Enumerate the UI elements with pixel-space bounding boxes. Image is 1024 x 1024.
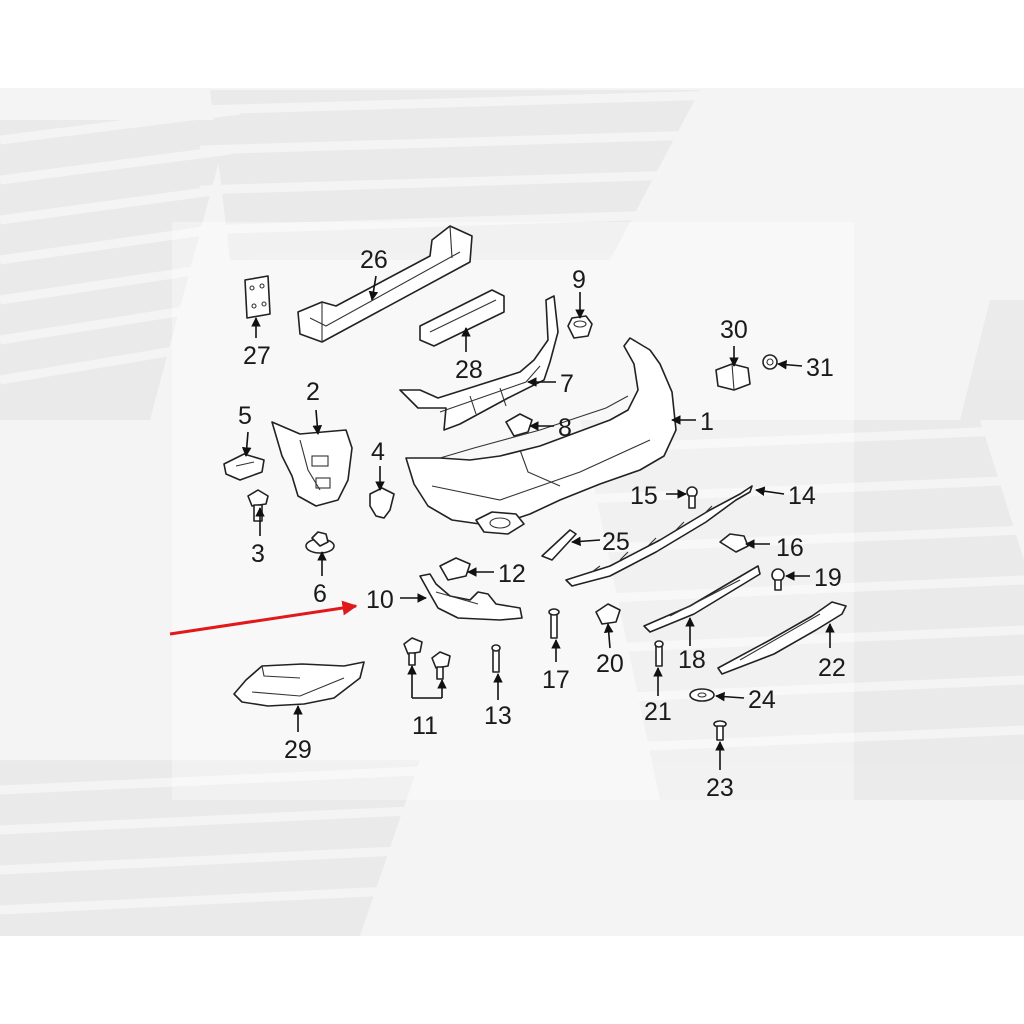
callout-18: 18 bbox=[678, 646, 706, 674]
part-30-bracket bbox=[715, 363, 751, 391]
part-22-lower-molding bbox=[717, 601, 847, 675]
callout-7: 7 bbox=[560, 370, 574, 398]
callout-6: 6 bbox=[313, 580, 327, 608]
part-23-screw bbox=[713, 720, 727, 741]
callout-12: 12 bbox=[498, 560, 526, 588]
part-2-side-bracket bbox=[271, 421, 353, 507]
part-19-bolt bbox=[771, 568, 785, 591]
callout-21: 21 bbox=[644, 698, 672, 726]
part-10-trim-panel bbox=[419, 573, 523, 621]
part-9-nut bbox=[567, 315, 593, 339]
part-21-pin bbox=[654, 640, 664, 667]
callout-11: 11 bbox=[412, 712, 438, 740]
callout-28: 28 bbox=[455, 356, 483, 384]
callout-19: 19 bbox=[814, 564, 842, 592]
callout-8: 8 bbox=[558, 414, 572, 442]
part-31-grommet bbox=[762, 354, 778, 370]
callout-17: 17 bbox=[542, 666, 570, 694]
part-7-bracket bbox=[399, 295, 559, 431]
callout-20: 20 bbox=[596, 650, 624, 678]
callout-9: 9 bbox=[572, 266, 586, 294]
callout-26: 26 bbox=[360, 246, 388, 274]
part-28-absorber bbox=[419, 289, 505, 347]
part-26-reinforcement-bar bbox=[297, 225, 473, 343]
callout-14: 14 bbox=[788, 482, 816, 510]
part-14-lower-valance bbox=[565, 485, 753, 587]
part-29-lamp-housing bbox=[233, 661, 365, 707]
part-27-plate bbox=[244, 275, 271, 319]
callout-30: 30 bbox=[720, 316, 748, 344]
part-1-bumper-cover bbox=[405, 337, 677, 535]
callout-24: 24 bbox=[748, 686, 776, 714]
leader-lines bbox=[241, 275, 835, 770]
callout-4: 4 bbox=[371, 438, 385, 466]
part-11-bolts bbox=[403, 637, 451, 680]
callout-22: 22 bbox=[818, 654, 846, 682]
callout-numbers: 26 27 28 9 7 8 1 30 31 2 5 4 3 6 10 12 1… bbox=[238, 246, 846, 802]
part-20-clip bbox=[595, 603, 621, 625]
part-6-nut bbox=[305, 531, 335, 554]
part-25-trim-strip bbox=[541, 529, 577, 561]
part-13-pin bbox=[491, 644, 501, 673]
watermark bbox=[0, 90, 1024, 936]
part-24-washer bbox=[689, 688, 715, 702]
callout-1: 1 bbox=[700, 408, 714, 436]
part-15-bolt bbox=[686, 486, 698, 509]
callout-15: 15 bbox=[630, 482, 658, 510]
callout-25: 25 bbox=[602, 528, 630, 556]
callout-2: 2 bbox=[306, 378, 320, 406]
callout-10: 10 bbox=[366, 586, 394, 614]
callout-16: 16 bbox=[776, 534, 804, 562]
callout-27: 27 bbox=[243, 342, 271, 370]
callout-23: 23 bbox=[706, 774, 734, 802]
part-17-pin bbox=[548, 608, 560, 639]
callout-3: 3 bbox=[251, 540, 265, 568]
callout-31: 31 bbox=[806, 354, 834, 382]
callout-5: 5 bbox=[238, 402, 252, 430]
part-18-reflector-strip bbox=[643, 565, 761, 633]
highlight-arrow bbox=[169, 600, 358, 636]
callout-29: 29 bbox=[284, 736, 312, 764]
callout-13: 13 bbox=[484, 702, 512, 730]
